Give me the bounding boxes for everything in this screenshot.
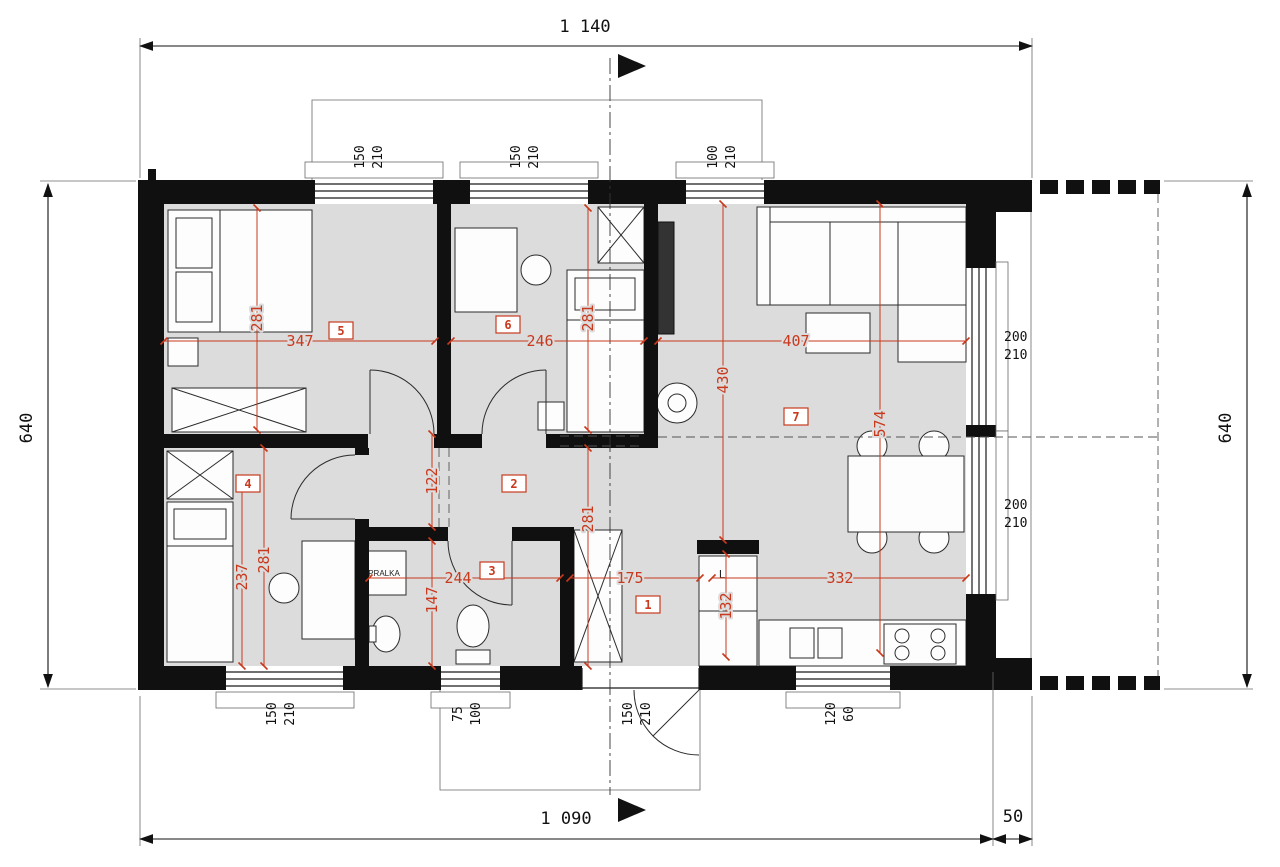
room-number-2: 2 xyxy=(510,477,517,491)
window-bottom-1 xyxy=(215,671,355,709)
win-top1-w: 150 xyxy=(353,145,368,168)
fridge-label: L xyxy=(719,568,726,581)
wardrobe-room5 xyxy=(171,387,307,433)
corner-sofa xyxy=(756,206,967,363)
dim-room4-height1: 237 xyxy=(233,563,251,590)
section-marker-top xyxy=(618,54,646,78)
room-number-3: 3 xyxy=(488,564,495,578)
win-top2-w: 150 xyxy=(509,145,524,168)
nightstand-room6 xyxy=(537,401,565,431)
dim-total-width-label: 1 140 xyxy=(559,17,610,37)
room-dimensions: 347 281 246 281 407 430 574 237 281 122 … xyxy=(159,199,971,671)
door-entrance xyxy=(633,689,700,756)
dim-room7-height1: 430 xyxy=(714,366,732,393)
win-top2-h: 210 xyxy=(527,145,542,168)
room-number-7: 7 xyxy=(792,410,799,424)
room-number-5: 5 xyxy=(337,324,344,338)
door-bathroom xyxy=(447,540,513,606)
exterior-walls xyxy=(138,169,1032,690)
win-bottom2-h: 100 xyxy=(469,702,484,725)
window-top-1 xyxy=(304,161,444,199)
window-top-2 xyxy=(459,161,599,199)
dim-room7-height2: 574 xyxy=(871,410,889,437)
dining-set xyxy=(847,430,965,554)
dim-hall-height: 122 xyxy=(423,467,441,494)
window-right-1 xyxy=(971,261,1009,432)
dim-corridor-height: 281 xyxy=(579,505,597,532)
win-bottom3-w: 150 xyxy=(621,702,636,725)
door-room6 xyxy=(481,369,547,435)
desk-room4 xyxy=(268,540,356,640)
dim-room5-width: 347 xyxy=(286,332,313,350)
doors xyxy=(290,369,700,756)
win-right1-h: 210 xyxy=(1004,348,1027,363)
section-marker-bottom xyxy=(618,798,646,822)
door-room4 xyxy=(290,454,356,520)
win-top1-h: 210 xyxy=(371,145,386,168)
axes xyxy=(609,58,1160,795)
washing-machine-label: PRALKA xyxy=(368,569,400,578)
dim-room7-width: 407 xyxy=(782,332,809,350)
dim-bottom-width-label: 1 090 xyxy=(540,809,591,829)
double-bed xyxy=(167,209,313,333)
entrance-door-opening xyxy=(581,668,700,690)
window-bottom-kitchen xyxy=(785,671,901,709)
desk-room6 xyxy=(454,227,552,313)
dim-bath-width: 244 xyxy=(444,569,471,587)
round-side-table xyxy=(656,382,698,424)
window-bottom-2 xyxy=(430,671,511,709)
stove xyxy=(883,623,957,665)
entrance-porch-outline xyxy=(439,690,701,791)
dim-room6-width: 246 xyxy=(526,332,553,350)
dim-bath-height: 147 xyxy=(423,586,441,613)
windows xyxy=(215,161,1009,709)
terrace-posts-bottom xyxy=(1036,676,1160,690)
nightstand xyxy=(167,337,199,367)
dim-terrace-label: 50 xyxy=(1003,807,1023,827)
overall-dimensions: 1 140 640 640 1 090 50 xyxy=(17,17,1253,846)
toilet xyxy=(455,604,491,665)
room-number-4: 4 xyxy=(244,477,251,491)
roof-overhang-outline xyxy=(311,99,763,180)
win-bottom3-h: 210 xyxy=(639,702,654,725)
win-bottom1-h: 210 xyxy=(283,702,298,725)
vent-mark xyxy=(148,169,156,180)
kitchen-sink xyxy=(789,627,843,659)
win-bottom2-w: 75 xyxy=(451,706,466,722)
door-room5 xyxy=(369,369,435,435)
win-top3-h: 210 xyxy=(724,145,739,168)
dim-height-right-label: 640 xyxy=(1216,413,1236,444)
room-numbers: 5 6 7 4 2 3 1 xyxy=(235,315,809,614)
win-bottom1-w: 150 xyxy=(265,702,280,725)
dim-room4-height2: 281 xyxy=(255,546,273,573)
corridor-opening-beam xyxy=(438,435,644,527)
terrace-posts-top xyxy=(1036,180,1160,194)
coffee-table xyxy=(805,312,871,354)
single-bed-room4 xyxy=(166,501,234,663)
dim-room5-height: 281 xyxy=(248,304,266,331)
dim-room1-height: 132 xyxy=(717,592,735,619)
window-top-3 xyxy=(675,161,775,199)
room-number-6: 6 xyxy=(504,318,511,332)
hall-wardrobe xyxy=(573,529,623,663)
win-top3-w: 100 xyxy=(706,145,721,168)
window-dimension-labels: 150 210 150 210 100 210 150 210 75 100 1… xyxy=(265,145,1027,725)
terrace xyxy=(1036,180,1160,690)
window-right-2 xyxy=(971,430,1009,601)
dim-room6-height: 281 xyxy=(579,304,597,331)
win-right2-w: 200 xyxy=(1004,498,1027,513)
wardrobe-room6 xyxy=(597,206,645,264)
single-bed-room6 xyxy=(566,269,645,433)
win-bottom4-w: 120 xyxy=(824,702,839,725)
dim-height-left-label: 640 xyxy=(17,413,37,444)
dim-room1-width2: 332 xyxy=(826,569,853,587)
wardrobe-room4 xyxy=(166,450,234,500)
win-bottom4-h: 60 xyxy=(842,706,857,722)
room-number-1: 1 xyxy=(644,598,651,612)
washing-machine: PRALKA xyxy=(361,550,407,596)
win-right1-w: 200 xyxy=(1004,330,1027,345)
win-right2-h: 210 xyxy=(1004,516,1027,531)
tv-unit xyxy=(657,221,675,335)
dim-room1-width1: 175 xyxy=(616,569,643,587)
